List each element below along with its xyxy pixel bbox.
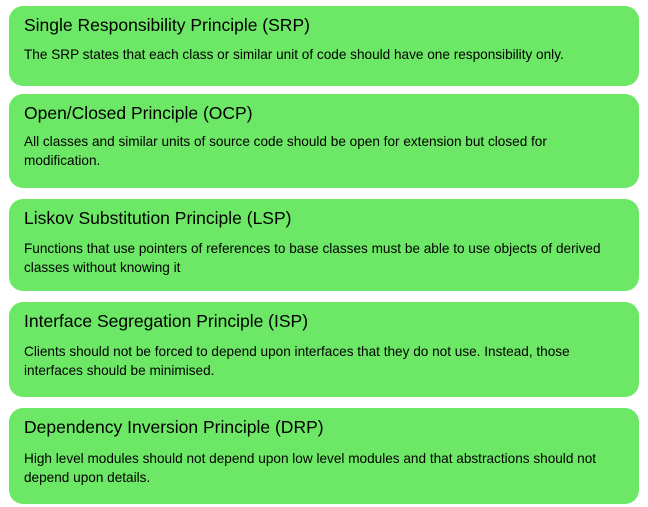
principle-title: Liskov Substitution Principle (LSP) bbox=[24, 208, 292, 228]
principle-title: Single Responsibility Principle (SRP) bbox=[24, 15, 310, 35]
principle-card-srp: Single Responsibility Principle (SRP) Th… bbox=[9, 6, 639, 86]
principle-title: Open/Closed Principle (OCP) bbox=[24, 103, 253, 123]
principle-card-isp: Interface Segregation Principle (ISP) Cl… bbox=[9, 302, 639, 397]
principle-card-drp: Dependency Inversion Principle (DRP) Hig… bbox=[9, 408, 639, 504]
principle-description: Functions that use pointers of reference… bbox=[24, 241, 601, 275]
principle-card-lsp: Liskov Substitution Principle (LSP) Func… bbox=[9, 199, 639, 291]
principle-description: High level modules should not depend upo… bbox=[24, 451, 597, 485]
principle-card-ocp: Open/Closed Principle (OCP) All classes … bbox=[9, 94, 639, 188]
principle-title: Dependency Inversion Principle (DRP) bbox=[24, 417, 324, 437]
principle-description: Clients should not be forced to depend u… bbox=[24, 344, 570, 378]
principle-description: All classes and similar units of source … bbox=[24, 134, 547, 168]
principle-title: Interface Segregation Principle (ISP) bbox=[24, 311, 309, 331]
principle-description: The SRP states that each class or simila… bbox=[24, 47, 564, 62]
